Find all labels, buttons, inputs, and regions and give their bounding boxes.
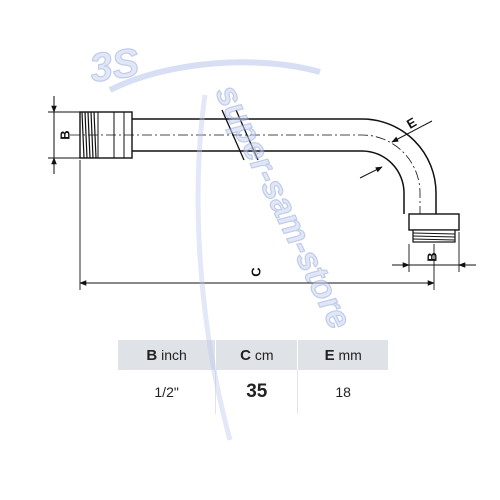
dimension-b-right-label: B (424, 252, 439, 261)
table-header-e: E mm (297, 340, 388, 370)
pipe-spout-technical-drawing: B C E B (48, 96, 476, 290)
table-cell-e: 18 (335, 384, 351, 400)
right-threaded-fitting (408, 213, 460, 243)
pipe-centerline (70, 134, 421, 232)
table-cell-b: 1/2" (118, 370, 217, 414)
pipe-break-marks (221, 109, 259, 161)
table-cell-c: 35 (215, 370, 299, 414)
table-row: 1/2" 35 18 (118, 370, 388, 414)
header-key: E (324, 346, 335, 364)
header-key: B (146, 346, 158, 364)
dimension-b-left: B (48, 96, 80, 174)
table-header-b: B inch (118, 340, 217, 370)
dimension-c-label: C (248, 267, 263, 277)
dimension-b-right: B (392, 232, 476, 272)
dimension-c: C (79, 160, 435, 290)
header-unit: cm (254, 346, 274, 363)
header-unit: mm (338, 346, 362, 363)
header-key: C (240, 346, 251, 364)
header-unit: inch (161, 346, 187, 363)
pipe-body (132, 118, 437, 214)
table-header-c: C cm (215, 340, 299, 370)
dimension-b-left-label: B (57, 130, 72, 139)
dimensions-table: B inch C cm E mm 1/2" 35 18 (118, 340, 388, 414)
table-header-row: B inch C cm E mm (118, 340, 388, 370)
